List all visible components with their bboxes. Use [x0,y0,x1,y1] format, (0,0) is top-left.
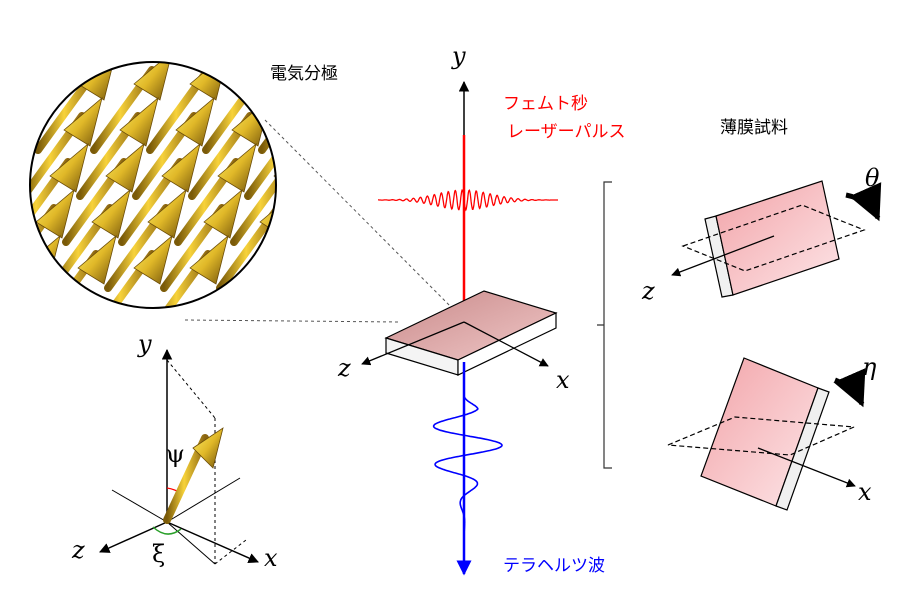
z-axis-center [361,321,465,366]
z-label-center: z [338,354,351,382]
sample-slab [384,290,558,376]
angle-definition [99,348,259,565]
dipole-label: 電気分極 [270,64,338,84]
theta-label: θ [865,164,880,192]
zoom-line-bottom [184,319,401,323]
thin-film-label: 薄膜試料 [720,118,788,138]
zoom-line-top [264,119,465,321]
xi-label: ξ [152,540,166,568]
terahertz-label: テラヘルツ波 [503,556,605,576]
x-axis-center [463,321,549,367]
z-label-theta: z [642,277,655,305]
femtosecond-pulse [378,189,558,212]
z-label-left: z [72,536,85,564]
eta-label: η [862,353,877,381]
x-label-center: x [556,366,570,394]
psi-label: ψ [166,440,185,468]
x-label-eta: x [858,478,872,506]
laser-pulse-label: レーザーパルス [507,122,626,142]
eta-rotation-arrow [833,368,866,408]
x-label-left: x [264,544,278,572]
y-label-center: y [452,42,466,70]
y-label-left: y [138,330,152,358]
dipole-arrow [0,236,60,334]
femtosecond-label: フェムト秒 [503,94,588,114]
bracket [597,181,612,469]
theta-rotation-arrow [845,182,882,222]
terahertz-waveform [432,395,503,536]
sample-theta [671,180,882,298]
sample-eta [667,357,866,511]
dipole-array-zoom [0,61,277,334]
